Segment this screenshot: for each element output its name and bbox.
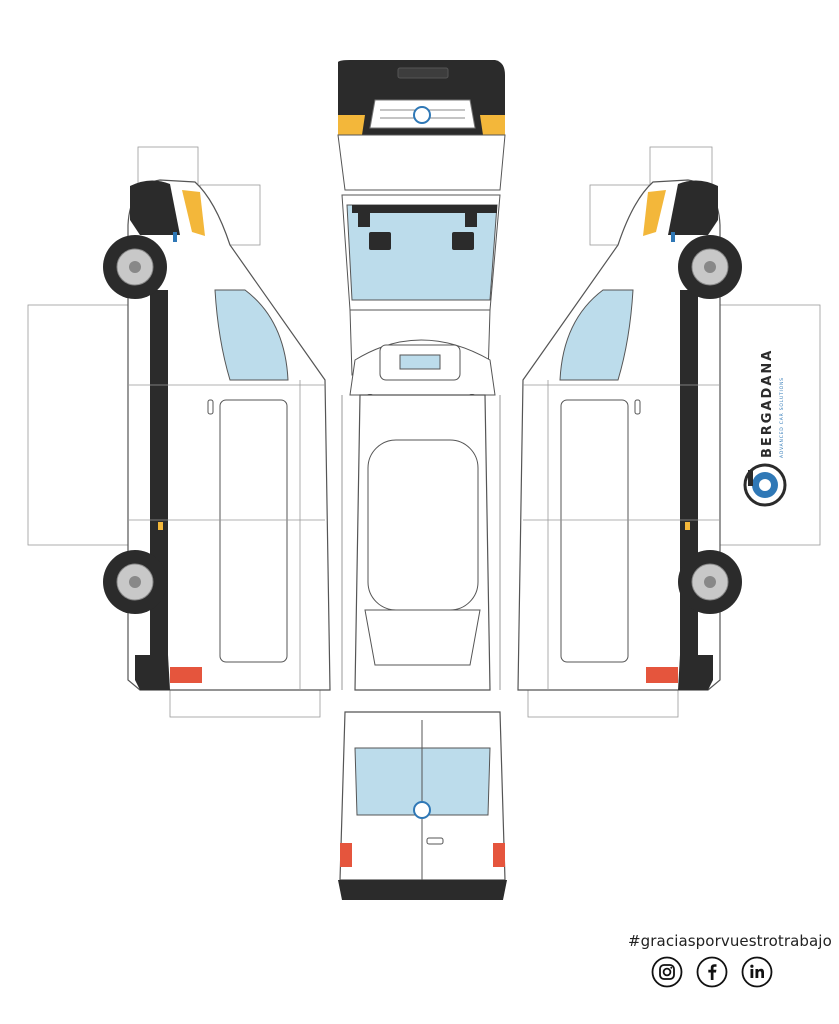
brand-name: BERGADANA (760, 349, 775, 458)
van-roof (341, 339, 501, 691)
facebook-link[interactable] (696, 956, 728, 988)
linkedin-link[interactable] (741, 956, 773, 988)
van-rear (338, 711, 507, 900)
bergadana-logo-small-rear (413, 801, 431, 819)
bergadana-logo (743, 463, 787, 507)
glue-flap-right-top (649, 146, 713, 186)
linkedin-icon (741, 956, 773, 988)
glue-flap-left-side (27, 304, 134, 546)
glue-flap-left-top (137, 146, 199, 186)
instagram-link[interactable] (651, 956, 683, 988)
brand-tagline: ADVANCED CAR SOLUTIONS (779, 377, 785, 458)
van-right-side (517, 179, 742, 691)
van-left-side (103, 179, 331, 691)
bergadana-logo-small-front (413, 106, 431, 124)
wheel-left-rear (103, 550, 167, 614)
instagram-icon (651, 956, 683, 988)
van-front (337, 60, 506, 376)
wheel-left-front (103, 235, 167, 299)
hashtag-text: #graciasporvuestrotrabajo (628, 932, 832, 950)
facebook-icon (696, 956, 728, 988)
